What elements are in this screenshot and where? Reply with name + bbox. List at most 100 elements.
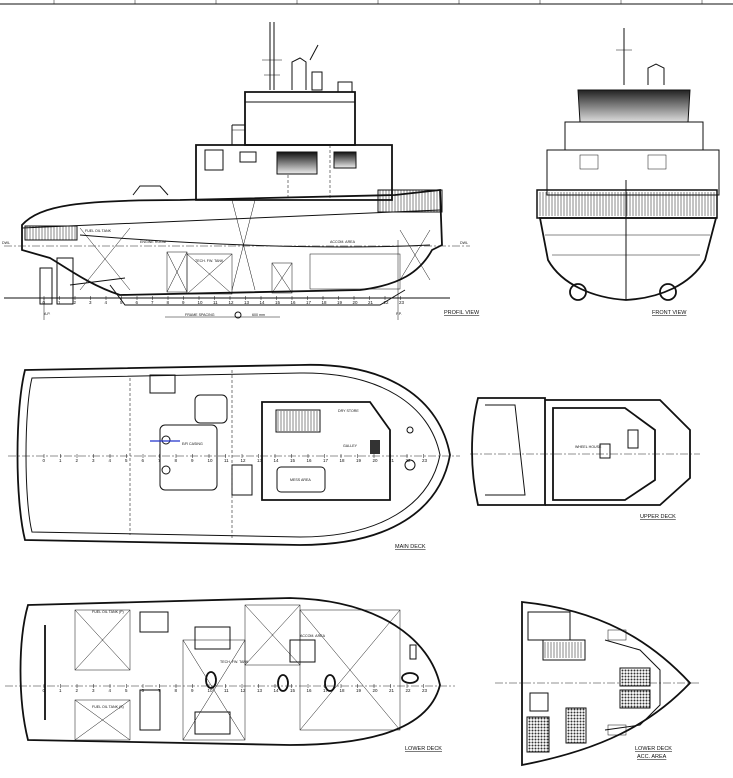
frame-number: 21 [368, 300, 374, 305]
main-deck-title: MAIN DECK [395, 544, 426, 550]
frame-number: 4 [109, 688, 112, 693]
frame-number: 11 [213, 300, 218, 305]
frame-number: 16 [291, 300, 297, 305]
frame-number: 12 [229, 300, 235, 305]
tech-fw-tank-label: TECH. FW. TANK [195, 259, 224, 263]
wheel-house-label: WHEEL HOUSE [575, 445, 602, 449]
lower-deck-acc-title-1: LOWER DECK [635, 746, 672, 752]
frame-number: 4 [105, 300, 108, 305]
frame-number: 14 [274, 688, 280, 693]
title-block-border [0, 0, 733, 5]
lower-deck-acc-title-2: ACC. AREA [637, 754, 667, 760]
frame-number: 2 [74, 300, 77, 305]
frame-number: 12 [241, 458, 247, 463]
mast [262, 22, 353, 93]
mess-area-label: MESS AREA [290, 478, 311, 482]
engine-casing-label: E/R CASING [182, 442, 203, 446]
frame-number: 5 [125, 458, 128, 463]
frame-number: 3 [92, 688, 95, 693]
lower-deck-accommodation-plan: LOWER DECK ACC. AREA [495, 601, 700, 767]
fp-label: F.P. [396, 312, 402, 316]
frame-number: 13 [257, 688, 263, 693]
front-wheelhouse [577, 89, 691, 123]
frame-number: 17 [323, 688, 329, 693]
frame-number: 18 [322, 300, 328, 305]
frame-number: 15 [275, 300, 281, 305]
frame-number: 15 [290, 458, 296, 463]
accom-label: ACCOM. AREA [300, 634, 326, 638]
frame-number: 2 [76, 458, 79, 463]
frame-number: 0 [43, 688, 46, 693]
frame-number: 14 [260, 300, 266, 305]
frame-number: 13 [257, 458, 263, 463]
frame-number: 17 [323, 458, 329, 463]
frame-number: 11 [224, 458, 229, 463]
fuel-tank-label: FUEL OIL TANK [85, 229, 112, 233]
frame-number: 9 [191, 688, 194, 693]
galley-label: GALLEY [343, 444, 358, 448]
frame-number: 11 [224, 688, 229, 693]
frame-number: 8 [167, 300, 170, 305]
frame-number: 19 [337, 300, 343, 305]
frame-number: 23 [422, 458, 428, 463]
frame-number: 23 [399, 300, 405, 305]
front-view-title: FRONT VIEW [652, 310, 687, 316]
frame-number: 5 [125, 688, 128, 693]
frame-number: 18 [340, 458, 346, 463]
frame-number: 1 [59, 688, 62, 693]
dwl-left-label: DWL [2, 241, 10, 245]
wheelhouse [244, 91, 356, 146]
frame-number: 22 [384, 300, 390, 305]
frame-number: 22 [406, 688, 412, 693]
frame-number: 20 [373, 688, 379, 693]
frame-number: 20 [353, 300, 359, 305]
frame-number: 9 [191, 458, 194, 463]
frame-number: 3 [89, 300, 92, 305]
ap-label: A.P. [44, 312, 50, 316]
frame-number: 17 [306, 300, 312, 305]
frame-number: 10 [208, 688, 214, 693]
frame-number: 8 [175, 688, 178, 693]
frame-number: 10 [208, 458, 214, 463]
frame-number: 16 [307, 458, 313, 463]
frame-number: 15 [290, 688, 296, 693]
front-view: FRONT VIEW [536, 28, 720, 316]
dwl-right-label: DWL [460, 241, 468, 245]
frame-number: 7 [151, 300, 154, 305]
tech-fw-label: TECH. FW. TANK [220, 660, 249, 664]
frame-number: 12 [241, 688, 247, 693]
frame-number: 4 [109, 458, 112, 463]
frame-number: 19 [356, 688, 362, 693]
profile-view-title: PROFIL VIEW [444, 310, 480, 316]
frame-number: 2 [76, 688, 79, 693]
frame-number: 8 [175, 458, 178, 463]
frame-number: 21 [389, 458, 395, 463]
frame-number: 14 [274, 458, 280, 463]
frame-number: 16 [307, 688, 313, 693]
frame-number: 21 [389, 688, 395, 693]
frame-number: 6 [142, 458, 145, 463]
fuel-tank-ps-label: FUEL OIL TANK (P) [92, 610, 124, 614]
frame-number: 23 [422, 688, 428, 693]
frame-spacing-label: FRAME SPACING [185, 313, 215, 317]
lower-deck-title: LOWER DECK [405, 746, 442, 752]
frame-number: 1 [59, 458, 62, 463]
frame-spacing-value: 600 mm [252, 313, 265, 317]
frame-number: 19 [356, 458, 362, 463]
frame-number: 18 [340, 688, 346, 693]
profile-hull [21, 188, 443, 296]
upper-deck-plan: WHEEL HOUSE UPPER DECK [470, 397, 700, 520]
frame-number: 20 [373, 458, 379, 463]
frame-number: 1 [58, 300, 61, 305]
frame-number: 10 [198, 300, 204, 305]
frame-number: 9 [182, 300, 185, 305]
accom-area-label: ACCOM. AREA [330, 240, 356, 244]
fuel-tank-sb-label: FUEL OIL TANK (S) [92, 705, 124, 709]
frame-number: 5 [120, 300, 123, 305]
dry-store-label: DRY STORE [338, 409, 359, 413]
